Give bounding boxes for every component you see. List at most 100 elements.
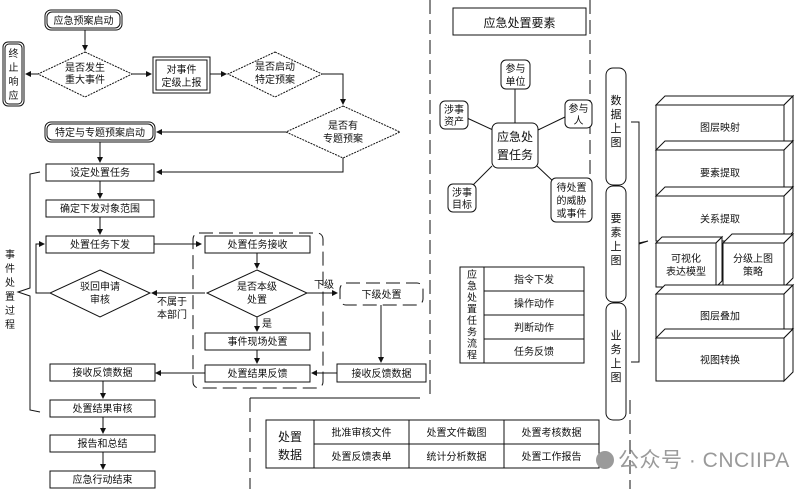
major-event-line-1: 是否发生: [65, 61, 105, 74]
report-summary-label: 报告和总结: [78, 437, 128, 450]
process-char: 程: [5, 319, 15, 331]
major-event-decision: 是否发生 重大事件: [36, 51, 134, 98]
phase-business-char: 图: [611, 371, 622, 384]
start-specific-decision: 是否启动 特定预案: [226, 51, 324, 98]
determine-scope-label: 确定下发对象范围: [60, 202, 140, 215]
receive-feedback-left-label: 接收反馈数据: [73, 366, 133, 379]
lower-handle-node: 下级处置: [339, 282, 424, 306]
process-label: 事 件 处 置 过 程: [5, 248, 15, 331]
layer-label: 视图转换: [700, 354, 740, 367]
target-line-1: 涉事: [452, 186, 472, 199]
layer-label: 图层叠加: [700, 311, 740, 323]
determine-scope-node: 确定下发对象范围: [45, 199, 155, 218]
set-task-node: 设定处置任务: [45, 163, 155, 182]
result-feedback-label: 处置结果反馈: [228, 367, 288, 380]
result-review-node: 处置结果审核: [49, 399, 156, 418]
layer-label: 要素提取: [700, 167, 740, 180]
disposal-data-table: 处置 数据 批准审核文件 处置文件截图 处置考核数据 处置反馈表单 统计分析数据…: [265, 419, 600, 469]
task-flow-label-char: 处: [467, 292, 477, 304]
split-label: 策略: [743, 265, 763, 278]
split-label: 表达模型: [666, 265, 706, 278]
result-review-label: 处置结果审核: [73, 402, 133, 415]
start-node: 应急预案启动: [44, 9, 123, 31]
element-center: 应急处 置任务: [491, 122, 539, 169]
phase-business-char: 上: [611, 357, 622, 370]
lower-handle-label: 下级处置: [362, 289, 402, 301]
task-flow-row: 任务反馈: [514, 345, 554, 358]
this-level-line-1: 是否本级: [237, 280, 277, 293]
split-label: 可视化: [671, 252, 701, 265]
reject-review-line-1: 驳回申请: [80, 280, 120, 293]
target-line-2: 目标: [452, 199, 472, 211]
threat-line-1: 待处置: [557, 181, 587, 194]
task-flow-label-char: 置: [467, 304, 477, 316]
process-char: 件: [5, 263, 15, 275]
set-task-label: 设定处置任务: [70, 166, 130, 179]
receive-feedback-left-node: 接收反馈数据: [49, 363, 156, 382]
element-threat-event: 待处置 的威胁 或事件: [550, 177, 593, 223]
phase-business-char: 业: [611, 329, 622, 342]
asset-line-2: 资产: [444, 115, 464, 128]
result-feedback-node: 处置结果反馈: [204, 364, 311, 383]
receive-feedback-right-label: 接收反馈数据: [352, 367, 412, 380]
layer-label: 关系提取: [700, 213, 740, 226]
grade-report-line-1: 对事件: [167, 63, 197, 76]
phase-data-char: 数: [611, 94, 622, 107]
lower-label: 下级: [314, 279, 334, 291]
process-char: 处: [5, 277, 15, 289]
start-specific-line-2: 特定预案: [255, 73, 295, 86]
specific-start-label: 特定与专题预案启动: [55, 126, 145, 139]
disposal-cell: 处置考核数据: [522, 426, 582, 439]
grade-report-node: 对事件 定级上报: [152, 56, 211, 94]
yes-label: 是: [262, 318, 272, 330]
receive-feedback-right-node: 接收反馈数据: [336, 363, 427, 383]
units-line-1: 参与: [506, 62, 526, 75]
not-dept-label-1: 不属于: [157, 296, 187, 308]
task-flow-label-char: 务: [467, 326, 477, 339]
terminate-char-1: 止: [9, 62, 19, 74]
process-char: 置: [5, 291, 15, 303]
specific-plan-start-node: 特定与专题预案启动: [44, 121, 156, 143]
people-line-1: 参与: [569, 102, 589, 115]
phase-data-char: 图: [611, 136, 622, 149]
process-char: 事: [5, 248, 15, 261]
task-flow-label-char: 急: [467, 280, 477, 293]
reject-review-line-2: 审核: [90, 293, 110, 306]
grade-report-line-2: 定级上报: [162, 76, 202, 89]
asset-line-1: 涉事: [444, 103, 464, 116]
special-plan-line-1: 是否有: [328, 119, 358, 132]
phase-element-char: 素: [611, 226, 622, 239]
site-handle-node: 事件现场处置: [204, 332, 311, 351]
this-level-decision: 是否本级 处置: [205, 269, 309, 318]
task-flow-label-char: 任: [467, 314, 477, 327]
people-line-2: 人: [574, 115, 584, 127]
major-event-line-2: 重大事件: [65, 73, 105, 86]
split-label: 分级上图: [733, 253, 773, 265]
layer-label: 图层映射: [700, 122, 740, 134]
layer-bracket: [631, 121, 649, 363]
center-line-2: 置任务: [497, 147, 533, 162]
disposal-label-2: 数据: [278, 447, 302, 462]
issue-task-label: 处置任务下发: [70, 238, 130, 251]
disposal-cell: 处置文件截图: [427, 426, 487, 439]
start-label: 应急预案启动: [54, 14, 114, 27]
receive-task-label: 处置任务接收: [228, 238, 288, 251]
disposal-cell: 处置反馈表单: [332, 450, 392, 463]
special-plan-line-2: 专题预案: [323, 132, 363, 145]
terminate-char-2: 响: [9, 75, 19, 88]
center-line-1: 应急处: [497, 129, 533, 144]
process-bracket: [16, 171, 41, 413]
phase-business-char: 务: [611, 343, 622, 356]
element-participating-people: 参与 人: [564, 99, 593, 129]
site-handle-label: 事件现场处置: [228, 335, 288, 348]
terminate-node: 终 止 响 应: [2, 41, 25, 107]
elements-title: 应急处置要素: [483, 15, 555, 30]
threat-line-2: 的威胁: [557, 194, 587, 207]
